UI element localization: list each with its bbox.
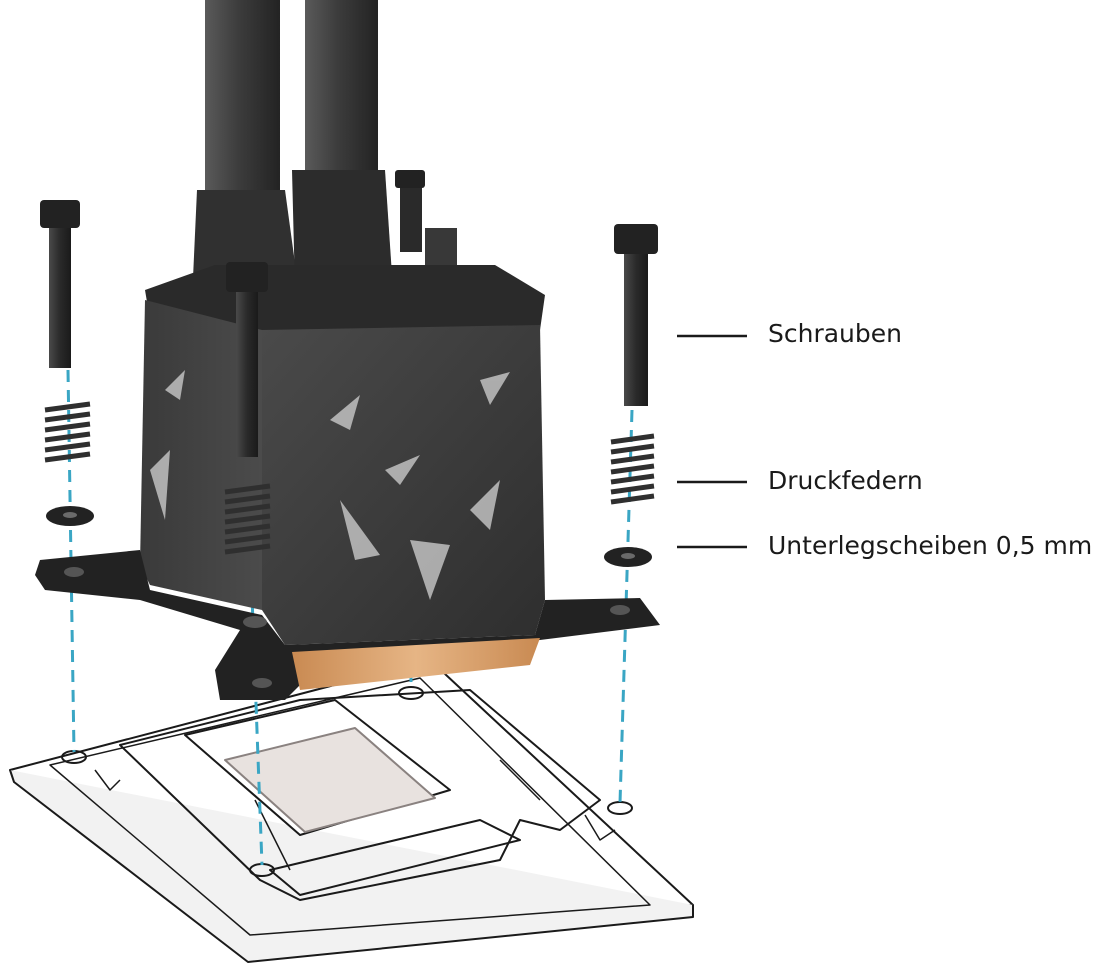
pump-block: [35, 0, 660, 700]
label-screws: Schrauben: [768, 319, 902, 348]
label-washers: Unterlegscheiben 0,5 mm: [768, 531, 1093, 560]
cpu-socket: [9, 659, 694, 963]
spring-icon: [44, 401, 91, 463]
spring-icon: [610, 433, 655, 505]
screw-icon: [226, 262, 268, 457]
label-springs: Druckfedern: [768, 466, 923, 495]
screw-set: [40, 170, 658, 457]
screw-icon: [395, 170, 425, 188]
callout-leaders: [677, 334, 747, 549]
screw-icon: [614, 224, 658, 406]
spring-set: [44, 401, 655, 555]
screw-icon: [40, 200, 80, 368]
washer-set: [46, 506, 652, 567]
washer-icon: [604, 547, 652, 567]
washer-icon: [46, 506, 94, 526]
spring-icon: [224, 483, 271, 555]
